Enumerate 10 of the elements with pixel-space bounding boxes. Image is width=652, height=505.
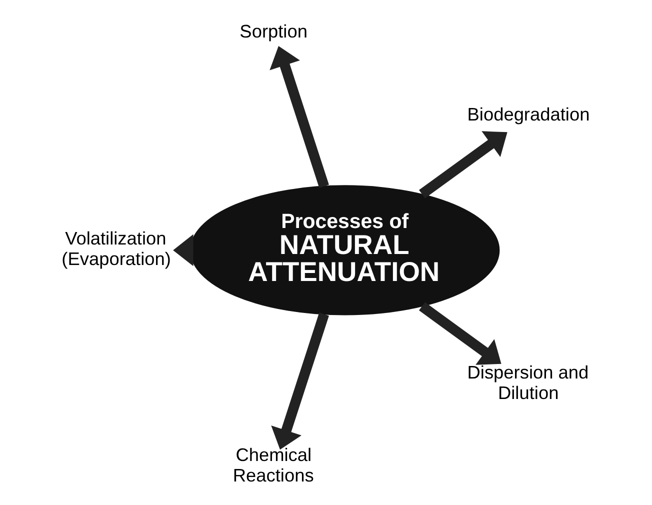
arrow <box>418 131 507 198</box>
node-text: Biodegradation <box>466 104 590 125</box>
node-text: Sorption <box>239 22 307 42</box>
arrow <box>269 46 328 188</box>
arrow <box>172 234 193 266</box>
node-text: Volatilization (Evaporation) <box>61 228 170 269</box>
arrow <box>270 312 328 450</box>
node-text: Chemical Reactions <box>232 445 314 486</box>
arrow <box>418 302 501 365</box>
node-text: Dispersion and Dilution <box>466 362 588 403</box>
